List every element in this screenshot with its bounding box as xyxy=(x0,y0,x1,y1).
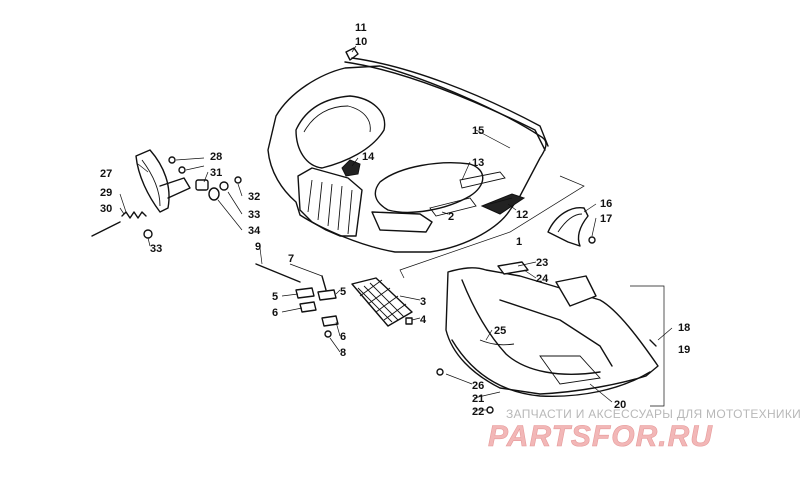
rod-9 xyxy=(255,263,301,283)
leader-lines xyxy=(119,45,673,411)
callout-10: 10 xyxy=(355,36,367,48)
nut-8 xyxy=(324,330,332,338)
clip-6a xyxy=(299,301,317,313)
clip-5a xyxy=(295,287,315,299)
callout-32: 32 xyxy=(248,191,260,203)
screw-7 xyxy=(321,275,327,291)
callout-33a: 33 xyxy=(248,209,260,221)
headlight-recess xyxy=(371,211,433,233)
callout-8: 8 xyxy=(340,347,346,359)
screw-17 xyxy=(588,236,596,244)
callout-3: 3 xyxy=(420,296,426,308)
headlight-assembly xyxy=(91,149,242,239)
callout-13: 13 xyxy=(472,157,484,169)
tray-body xyxy=(445,267,659,395)
callout-6b: 6 xyxy=(340,331,346,343)
pad-24 xyxy=(497,261,529,275)
callout-15: 15 xyxy=(472,125,484,137)
callout-19: 19 xyxy=(678,344,690,356)
callout-34: 34 xyxy=(248,225,261,237)
callout-11: 11 xyxy=(355,22,367,34)
callout-22: 22 xyxy=(472,406,484,418)
callout-27: 27 xyxy=(100,168,112,180)
clip-5b xyxy=(317,289,337,301)
hood-right-scoop xyxy=(374,162,484,213)
hood-left-scoop xyxy=(295,95,386,169)
callout-labels: 1 2 3 4 5 5 6 6 7 8 9 10 11 12 13 14 15 … xyxy=(100,22,690,418)
callout-5a: 5 xyxy=(272,291,278,303)
callout-14: 14 xyxy=(362,151,375,163)
seal-strip xyxy=(451,339,651,397)
clip-18 xyxy=(649,339,657,347)
watermark: ЗАПЧАСТИ И АКСЕССУАРЫ ДЛЯ МОТОТЕХНИКИ PA… xyxy=(488,407,800,453)
storage-tray xyxy=(436,261,665,414)
hood-assembly xyxy=(267,47,585,279)
grille-parts xyxy=(255,263,413,338)
decal-13 xyxy=(459,171,506,189)
screw-28b xyxy=(178,166,186,174)
decal-2 xyxy=(429,197,477,217)
callout-18: 18 xyxy=(678,322,690,334)
spring-30 xyxy=(121,211,147,219)
screw-28a xyxy=(168,156,176,164)
mesh-screen xyxy=(351,277,413,327)
adjuster-screw-29 xyxy=(91,221,121,237)
clip-6b xyxy=(321,315,339,327)
callout-28: 28 xyxy=(210,151,222,163)
callout-17: 17 xyxy=(600,213,612,225)
callout-24: 24 xyxy=(536,273,549,285)
washer-32 xyxy=(219,181,229,191)
callout-4: 4 xyxy=(420,314,427,326)
nut-31 xyxy=(195,179,209,191)
callout-7: 7 xyxy=(288,253,294,265)
callout-23: 23 xyxy=(536,257,548,269)
emblem-badge xyxy=(341,159,361,177)
callout-21: 21 xyxy=(472,393,484,405)
callout-31: 31 xyxy=(210,167,222,179)
watermark-logo: PARTSFOR.RU xyxy=(488,420,713,453)
callout-16: 16 xyxy=(600,198,612,210)
screw-26 xyxy=(436,368,444,376)
callout-29: 29 xyxy=(100,187,112,199)
callout-2: 2 xyxy=(448,211,454,223)
cable-25 xyxy=(479,339,515,346)
callout-26: 26 xyxy=(472,380,484,392)
callout-12: 12 xyxy=(516,209,528,221)
clip-4 xyxy=(405,317,413,325)
callout-25: 25 xyxy=(494,325,506,337)
grommet-34 xyxy=(208,187,220,201)
pad-23 xyxy=(555,275,597,307)
vent-16 xyxy=(547,207,589,247)
callout-9: 9 xyxy=(255,241,261,253)
mount-arm xyxy=(159,177,191,199)
decal-12 xyxy=(480,193,526,215)
callout-6a: 6 xyxy=(272,307,278,319)
hood-grille xyxy=(297,167,363,237)
clip-10 xyxy=(345,47,359,61)
callout-30: 30 xyxy=(100,203,112,215)
washer-33 xyxy=(143,229,153,239)
bolt-32 xyxy=(234,176,242,184)
callout-20: 20 xyxy=(614,399,626,411)
watermark-caption: ЗАПЧАСТИ И АКСЕССУАРЫ ДЛЯ МОТОТЕХНИКИ xyxy=(506,407,800,421)
callout-5b: 5 xyxy=(340,286,346,298)
hood-shell xyxy=(267,65,547,253)
callout-1: 1 xyxy=(516,236,522,248)
headlight-housing xyxy=(135,149,170,213)
hood-ridge xyxy=(344,61,546,151)
side-vent xyxy=(547,207,596,247)
callout-33b: 33 xyxy=(150,243,162,255)
